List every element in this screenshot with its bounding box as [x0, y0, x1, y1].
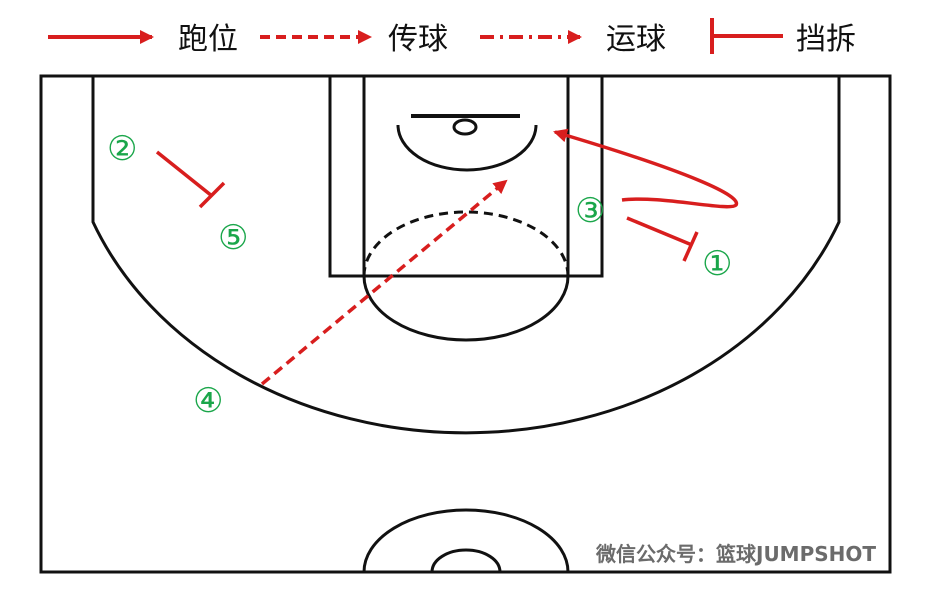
players: ① ② ③ ④ ⑤ — [107, 129, 732, 421]
legend-run-label: 跑位 — [178, 22, 238, 57]
center-inner-circle — [430, 548, 502, 573]
legend-pass-label: 传球 — [388, 22, 448, 57]
legend-screen-label: 挡拆 — [796, 22, 856, 57]
cut-3-to-basket — [553, 128, 739, 209]
player-2: ② — [107, 129, 137, 169]
pass-4-to-basket — [260, 179, 508, 386]
player-1: ① — [702, 244, 732, 284]
three-point-line — [91, 76, 841, 435]
player-5: ⑤ — [218, 218, 248, 258]
player-3: ③ — [575, 191, 605, 231]
paint-outer — [328, 74, 604, 278]
screen-2-on-5 — [155, 150, 226, 209]
restricted-area — [396, 124, 538, 172]
legend-screen-symbol — [710, 18, 783, 54]
play-actions — [155, 128, 739, 386]
screen-3-on-1 — [626, 216, 699, 262]
free-throw-circle-top — [362, 210, 570, 277]
half-court — [39, 74, 892, 574]
legend-dribble-label: 运球 — [606, 22, 666, 57]
basket-rim — [452, 118, 478, 136]
legend: 跑位 传球 运球 挡拆 — [48, 18, 856, 57]
watermark: 微信公众号：篮球JUMPSHOT — [595, 542, 876, 566]
paint-inner — [362, 74, 570, 278]
free-throw-circle-bottom — [362, 275, 570, 342]
player-4: ④ — [193, 381, 223, 421]
center-circle — [362, 508, 570, 573]
